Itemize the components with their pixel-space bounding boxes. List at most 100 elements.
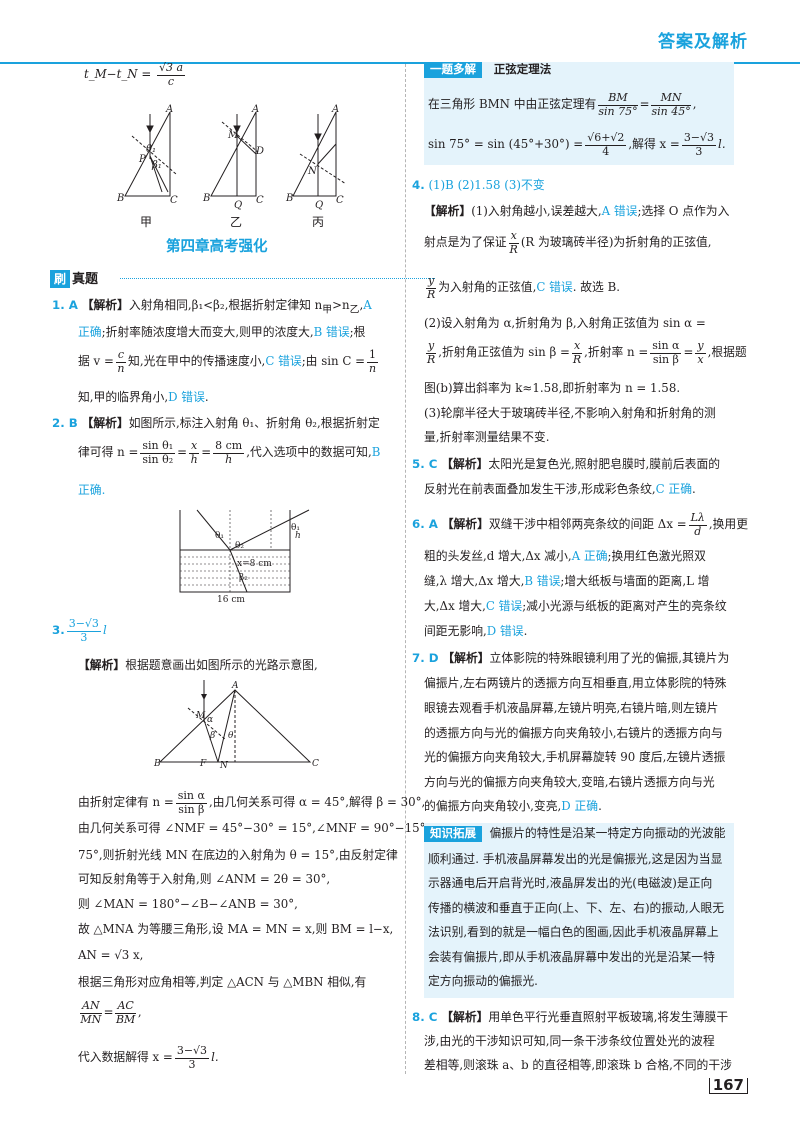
q6-line-2: 粗的头发丝,d 增大,Δx 减小,A 正确;换用红色激光照双 bbox=[424, 549, 706, 563]
q6-line-4: 大,Δx 增大,C 错误;减小光源与纸板的距离对产生的亮条纹 bbox=[424, 599, 727, 613]
box2-line-3: 示器通电后开启背光时,液晶屏发出的光(电磁波)是正向 bbox=[428, 876, 713, 890]
svg-text:α: α bbox=[207, 715, 213, 725]
fig2-theta-ref: θ₁ bbox=[291, 523, 300, 533]
svg-text:C: C bbox=[256, 195, 264, 206]
q6-line-5: 间距无影响,D 错误. bbox=[424, 624, 528, 638]
q7-line-6: 方向与光的偏振方向夹角较大,变暗,右镜片透振方向与光 bbox=[424, 775, 715, 789]
q8-line-1: 8. C 【解析】用单色平行光垂直照射平板玻璃,将发生薄膜干 bbox=[412, 1010, 729, 1024]
q2-line-1: 2. B 【解析】如图所示,标注入射角 θ₁、折射角 θ₂,根据折射定 bbox=[52, 416, 380, 430]
svg-text:A: A bbox=[251, 104, 259, 115]
label-bing: 丙 bbox=[312, 215, 324, 229]
svg-text:F: F bbox=[199, 759, 207, 769]
page-number: 167 bbox=[708, 1078, 748, 1094]
fig2-x: x=8 cm bbox=[237, 559, 272, 569]
q6-line-3: 缝,λ 增大,Δx 增大,B 错误;增大纸板与墙面的距离,L 增 bbox=[424, 574, 710, 588]
label-yi: 乙 bbox=[230, 215, 242, 229]
svg-text:N: N bbox=[307, 166, 318, 177]
box2-line-6: 会装有偏振片,即从手机液晶屏幕中发出的光是沿某一特 bbox=[428, 950, 715, 964]
section-tag: 刷 真题 bbox=[50, 270, 435, 288]
box2-line-5: 法识别,看到的就是一幅白色的图画,因此手机液晶屏幕上 bbox=[428, 925, 719, 939]
chapter-title: 第四章高考强化 bbox=[166, 239, 268, 255]
header-title: 答案及解析 bbox=[658, 32, 748, 52]
q3-line-4: 75°,则折射光线 MN 在底边的入射角为 θ = 15°,由反射定律 bbox=[78, 848, 398, 862]
svg-text:β: β bbox=[209, 731, 215, 741]
q8-line-2: 涉,由光的干涉知识可知,同一条干涉条纹位置处光的波程 bbox=[424, 1034, 715, 1048]
q2-figure: θ₁ θ₂ x=8 cm h β₂ 16 cm θ₁ bbox=[179, 509, 310, 604]
svg-text:Q: Q bbox=[234, 200, 242, 211]
svg-text:A: A bbox=[331, 104, 339, 115]
q1-line-4: 知,甲的临界角小,D 错误. bbox=[78, 390, 209, 404]
fig2-width: 16 cm bbox=[217, 595, 245, 604]
fig2-h: h bbox=[295, 531, 301, 541]
svg-text:β₁: β₁ bbox=[151, 160, 162, 171]
svg-text:C: C bbox=[170, 195, 178, 206]
q3-line-1: 【解析】根据题意画出如图所示的光路示意图, bbox=[78, 658, 318, 672]
svg-text:θ: θ bbox=[228, 731, 234, 741]
q4-line-6: 图(b)算出斜率为 k≈1.58,即折射率为 n = 1.58. bbox=[424, 381, 681, 395]
fig2-beta: β₂ bbox=[239, 573, 248, 583]
svg-text:B: B bbox=[153, 759, 161, 769]
knowledge-extension-box: 知识拓展 偏振片的特性是沿某一特定方向振动的光波能 顺利通过. 手机液晶屏幕发出… bbox=[424, 823, 734, 998]
column-divider bbox=[405, 64, 406, 1074]
svg-text:B: B bbox=[285, 193, 293, 204]
box2-line-1: 知识拓展 偏振片的特性是沿某一特定方向振动的光波能 bbox=[424, 826, 725, 842]
section-text: 真题 bbox=[72, 271, 99, 287]
q7-line-4: 的透振方向与光的偏振方向夹角较小,右镜片的透振方向与 bbox=[424, 726, 723, 740]
svg-text:C: C bbox=[312, 759, 319, 769]
q4-line-7: (3)轮廓半径大于玻璃砖半径,不影响入射角和折射角的测 bbox=[424, 406, 716, 420]
q3-line-3: 由几何关系可得 ∠NMF = 45°−30° = 15°,∠MNF = 90°−… bbox=[78, 821, 440, 835]
box1-title: 正弦定理法 bbox=[493, 62, 552, 76]
figure-bing bbox=[292, 111, 347, 197]
svg-text:M: M bbox=[227, 130, 239, 141]
q7-line-5: 光的偏振方向夹角较大,手机屏幕旋转 90 度后,左镜片透振 bbox=[424, 750, 726, 764]
q7-line-3: 眼镜去观看手机液晶屏幕,左镜片明亮,右镜片暗,则左镜片 bbox=[424, 701, 719, 715]
svg-text:θ₁: θ₁ bbox=[146, 144, 156, 155]
q8-line-3: 差相等,则滚珠 a、b 的直径相等,即滚珠 b 合格,不同的干涉 bbox=[424, 1058, 732, 1072]
q3-line-7: 故 △MNA 为等腰三角形,设 MA = MN = x,则 BM = l−x, bbox=[78, 922, 394, 936]
q3-line-9: 根据三角形对应角相等,判定 △ACN 与 △MBN 相似,有 bbox=[78, 975, 367, 989]
header-rule bbox=[0, 62, 800, 64]
svg-text:N: N bbox=[219, 761, 229, 770]
section-dots bbox=[120, 278, 435, 279]
box1-label: 一题多解 bbox=[424, 62, 482, 78]
q4-line-8: 量,折射率测量结果不变. bbox=[424, 430, 550, 444]
fig2-theta2: θ₂ bbox=[235, 541, 244, 551]
q5-line-1: 5. C 【解析】太阳光是复色光,照射肥皂膜时,膜前后表面的 bbox=[412, 457, 721, 471]
q4-line-4: (2)设入射角为 α,折射角为 β,入射角正弦值为 sin α = bbox=[424, 316, 706, 330]
svg-text:B: B bbox=[202, 193, 210, 204]
q3-line-8: AN = √3 x, bbox=[78, 948, 144, 962]
svg-text:M: M bbox=[195, 711, 206, 721]
box2-line-7: 定方向振动的偏振光. bbox=[428, 974, 538, 988]
figure-jia bbox=[124, 111, 177, 197]
q7-line-7: 的偏振方向夹角较小,变亮,D 正确. bbox=[424, 799, 602, 813]
figure-yi bbox=[210, 111, 259, 197]
q7-line-2: 偏振片,左右两镜片的透振方向互相垂直,用立体影院的特殊 bbox=[424, 676, 727, 690]
svg-text:Q: Q bbox=[315, 200, 323, 211]
svg-text:B: B bbox=[116, 193, 124, 204]
q5-line-2: 反射光在前表面叠加发生干涉,形成彩色条纹,C 正确. bbox=[424, 482, 696, 496]
label-jia: 甲 bbox=[140, 215, 152, 229]
box2-line-2: 顺利通过. 手机液晶屏幕发出的光是偏振光,这是因为当显 bbox=[428, 852, 723, 866]
section-badge: 刷 bbox=[50, 270, 71, 288]
q1-line-2: 正确;折射率随浓度增大而变大,则甲的浓度大,B 错误;根 bbox=[78, 325, 366, 339]
q3-line-5: 可知反射角等于入射角,则 ∠ANM = 2θ = 30°, bbox=[78, 872, 331, 886]
q3-line-6: 则 ∠MAN = 180°−∠B−∠ANB = 30°, bbox=[78, 897, 298, 911]
q7-line-1: 7. D 【解析】立体影院的特殊眼镜利用了光的偏振,其镜片为 bbox=[412, 651, 730, 665]
